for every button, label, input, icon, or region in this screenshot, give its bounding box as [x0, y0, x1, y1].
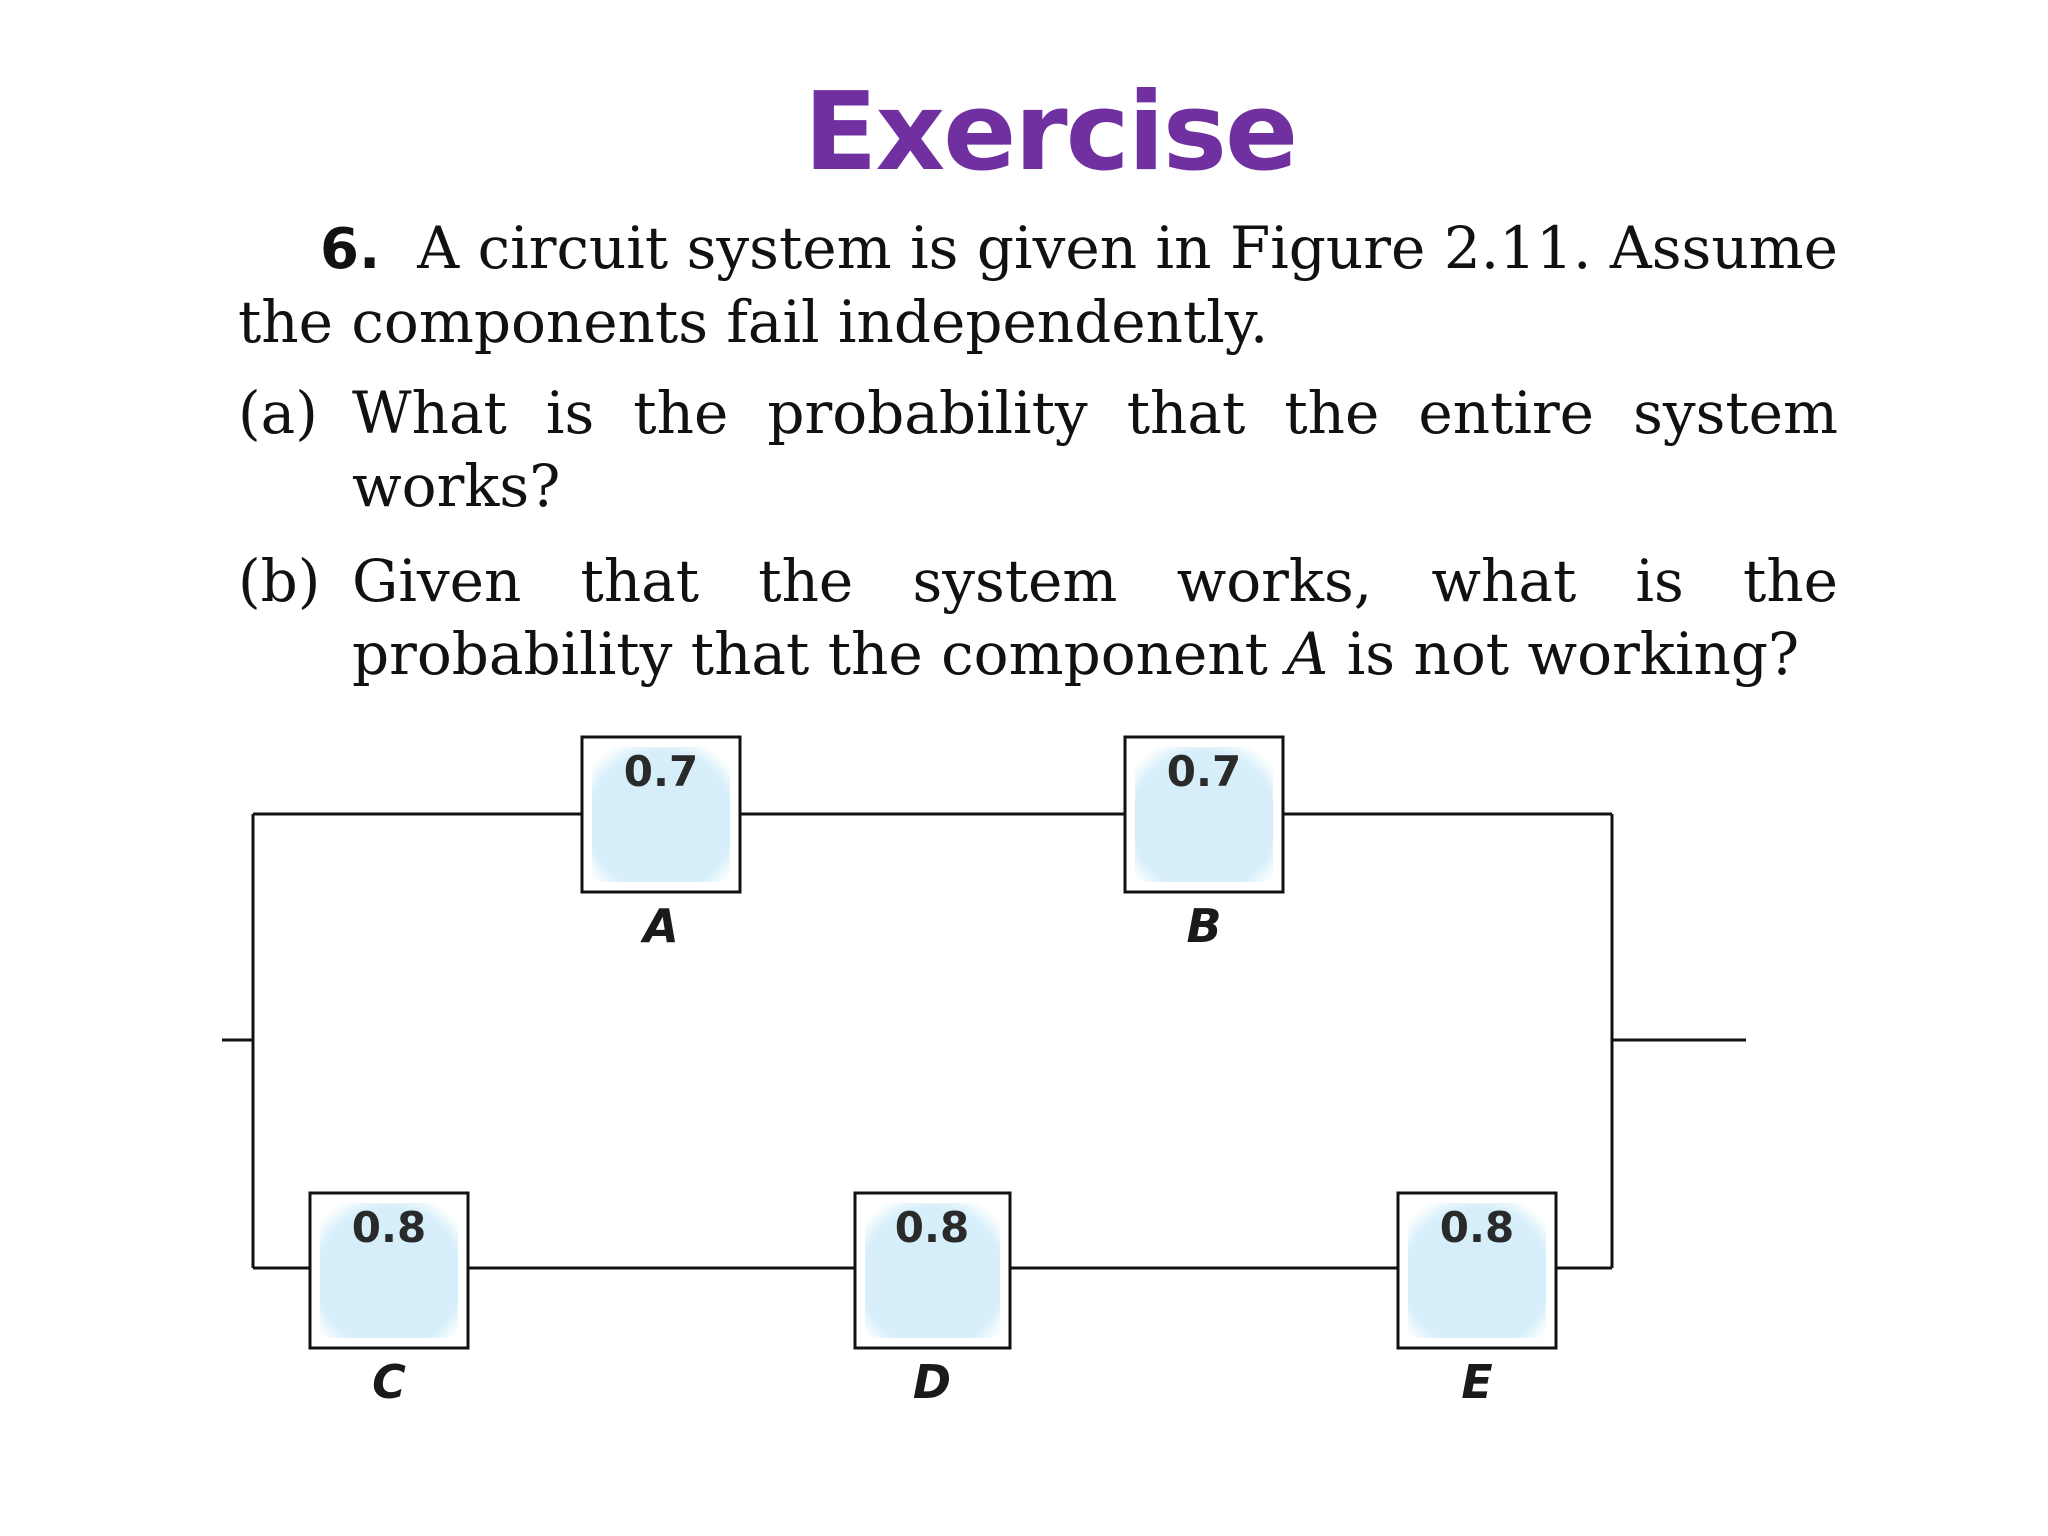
component-e: 0.8 E — [1396, 1191, 1558, 1409]
component-c-fill — [320, 1203, 458, 1338]
problem-statement: 6. A circuit system is given in Figure 2… — [238, 212, 1838, 691]
component-e-probability: 0.8 — [1440, 1203, 1514, 1252]
part-a: (a) What is the probability that the enti… — [238, 377, 1838, 523]
part-b-label: (b) — [238, 547, 321, 615]
component-e-fill — [1408, 1203, 1546, 1338]
part-b-text-after: is not working? — [1328, 620, 1800, 688]
component-b-probability: 0.7 — [1167, 747, 1241, 796]
part-a-text: What is the probability that the entire … — [352, 379, 1838, 520]
component-a-label: A — [640, 899, 679, 953]
component-d-probability: 0.8 — [895, 1203, 969, 1252]
part-b: (b) Given that the system works, what is … — [238, 545, 1838, 691]
circuit-wires — [222, 812, 1746, 1270]
component-c-probability: 0.8 — [352, 1203, 426, 1252]
component-a-fill — [592, 747, 730, 882]
component-e-label: E — [1461, 1355, 1492, 1409]
component-c-label: C — [372, 1355, 406, 1409]
component-b: 0.7 B — [1123, 735, 1285, 953]
part-b-component: A — [1286, 620, 1329, 688]
component-b-label: B — [1186, 899, 1221, 953]
component-d-label: D — [913, 1355, 951, 1409]
part-b-text-before: Given that the system works, what is the… — [352, 547, 1838, 688]
problem-number: 6. — [320, 217, 381, 282]
component-d: 0.8 D — [853, 1191, 1012, 1409]
component-c: 0.8 C — [308, 1191, 470, 1409]
problem-intro: 6. A circuit system is given in Figure 2… — [238, 212, 1838, 359]
problem-intro-text: A circuit system is given in Figure 2.11… — [238, 214, 1838, 356]
component-a-probability: 0.7 — [624, 747, 698, 796]
component-d-fill — [865, 1203, 1000, 1338]
page-title: Exercise — [803, 70, 1299, 195]
component-a: 0.7 A — [580, 735, 742, 953]
component-b-fill — [1135, 747, 1273, 882]
part-a-label: (a) — [238, 379, 318, 447]
